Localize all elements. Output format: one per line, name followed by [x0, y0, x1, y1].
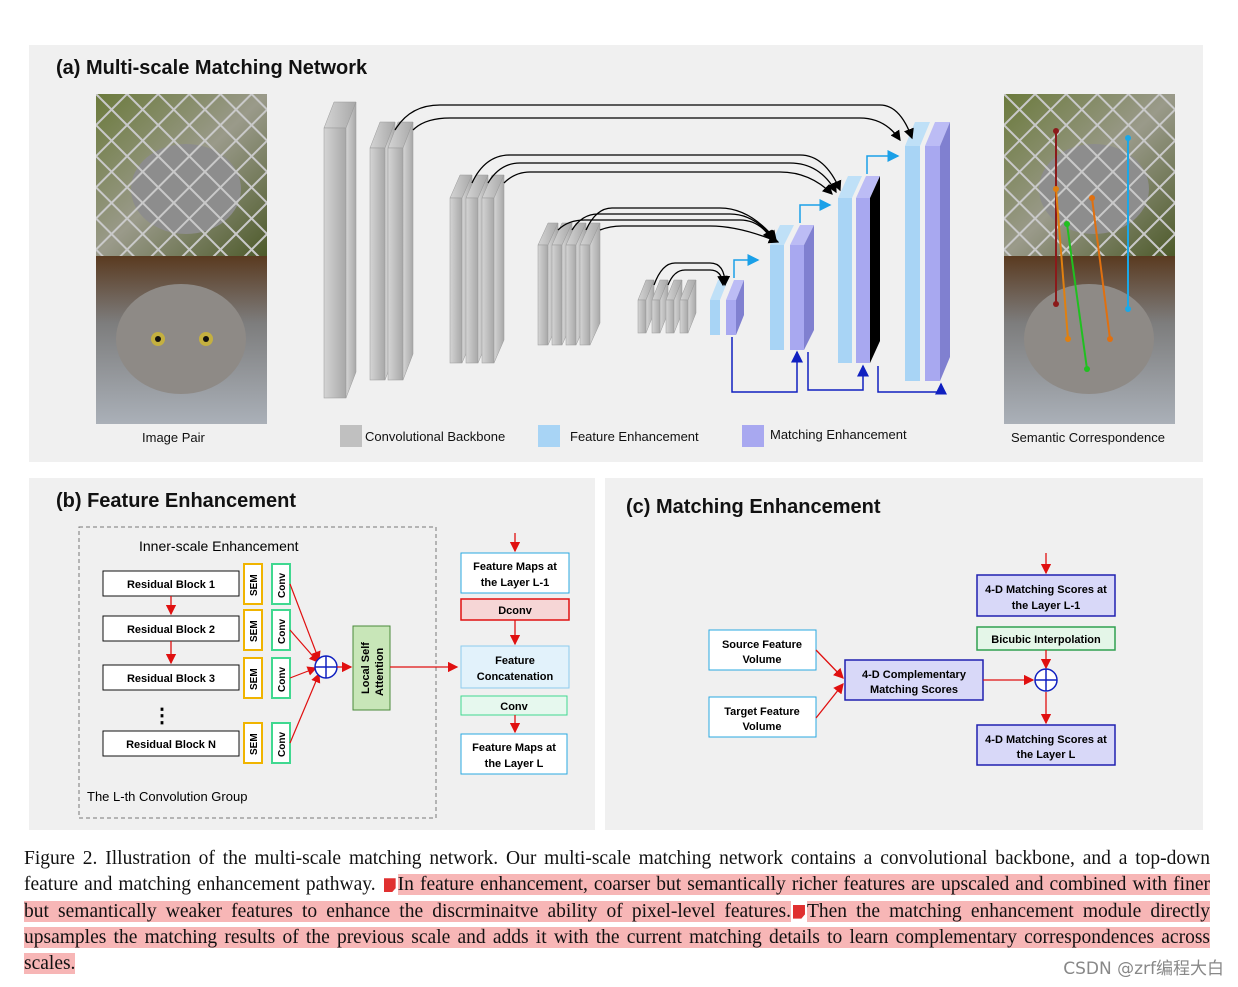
- sem-box-2: [243, 609, 263, 651]
- scores-prev: [976, 574, 1116, 617]
- upsample-arrows: [733, 150, 900, 278]
- legend-swatch-backbone: [340, 425, 362, 447]
- caption-plain: Figure 2. Illustration of the multi-scal…: [24, 848, 1210, 896]
- residual-block-1: [102, 570, 240, 597]
- conv-label-3: Conv: [277, 667, 288, 692]
- sem-label-n: SEM: [249, 733, 260, 755]
- sem-box-1: [243, 563, 263, 605]
- feature-maps-cur-line2: the Layer L: [485, 758, 544, 770]
- source-feature-volume: [708, 629, 817, 671]
- residual-block-2-label: Residual Block 2: [127, 624, 215, 636]
- complementary-line2: Matching Scores: [870, 684, 958, 696]
- residual-block-n-label: Residual Block N: [126, 739, 216, 751]
- complementary-line1: 4-D Complementary: [862, 669, 967, 681]
- panel-c-title: (c) Matching Enhancement: [626, 496, 881, 518]
- residual-block-3-label: Residual Block 3: [127, 673, 215, 685]
- scores-cur-line2: the Layer L: [1017, 749, 1076, 761]
- semantic-correspondence-label: Semantic Correspondence: [1011, 430, 1165, 445]
- sem-box-n: [243, 722, 263, 764]
- panel-b-title: (b) Feature Enhancement: [56, 490, 297, 512]
- dconv-label: Dconv: [498, 605, 533, 617]
- comment-note-icon-2[interactable]: [792, 904, 805, 919]
- enhancement-layers: [710, 122, 950, 381]
- feature-maps-prev: [460, 552, 570, 594]
- target-line2: Volume: [743, 721, 782, 733]
- target-feature-volume: [708, 696, 817, 738]
- bicubic-label: Bicubic Interpolation: [991, 634, 1101, 646]
- target-line1: Target Feature: [724, 706, 800, 718]
- conv-box: [460, 695, 568, 716]
- matching-enhancement-diagram: Source Feature Volume Target Feature Vol…: [708, 553, 1116, 766]
- scores-cur: [976, 724, 1116, 766]
- scores-cur-line1: 4-D Matching Scores at: [985, 734, 1107, 746]
- concat-line1: Feature: [495, 655, 535, 667]
- complementary-scores: [844, 659, 984, 701]
- sem-label-2: SEM: [249, 620, 260, 642]
- residual-block-1-label: Residual Block 1: [127, 579, 215, 591]
- sem-box-3: [243, 657, 263, 699]
- image-pair-label: Image Pair: [142, 430, 205, 445]
- local-self-attention-box: [352, 625, 391, 711]
- sem-label-3: SEM: [249, 668, 260, 690]
- residual-block-n: [102, 730, 240, 757]
- network-diagram: [323, 101, 950, 399]
- conv-box-label: Conv: [500, 701, 528, 713]
- scores-prev-line1: 4-D Matching Scores at: [985, 584, 1107, 596]
- figure-caption: Figure 2. Illustration of the multi-scal…: [24, 846, 1210, 977]
- legend-swatch-matching: [742, 425, 764, 447]
- group-label: The L-th Convolution Group: [87, 789, 247, 804]
- conv-label-2: Conv: [277, 619, 288, 644]
- ellipsis: ⋮: [152, 705, 172, 727]
- feature-enhancement-diagram: Inner-scale Enhancement Residual Block 1…: [78, 526, 570, 819]
- legend-label-backbone: Convolutional Backbone: [365, 429, 506, 444]
- feature-maps-prev-line2: the Layer L-1: [481, 577, 549, 589]
- skip-arrows: [394, 104, 914, 287]
- watermark: CSDN @zrf编程大白: [1063, 959, 1224, 979]
- feature-maps-prev-line1: Feature Maps at: [473, 561, 557, 573]
- lsa-label-2: Attention: [374, 647, 386, 696]
- comment-note-icon[interactable]: [383, 878, 396, 893]
- conv-label-n: Conv: [277, 732, 288, 757]
- legend-label-matching: Matching Enhancement: [770, 427, 907, 442]
- sum-icon: [314, 655, 338, 679]
- source-line2: Volume: [743, 654, 782, 666]
- sum-icon-c: [1034, 668, 1058, 692]
- panel-a-title: (a) Multi-scale Matching Network: [56, 57, 368, 79]
- lsa-label-1: Local Self: [360, 642, 372, 694]
- feature-maps-cur: [460, 733, 568, 775]
- feature-maps-cur-line1: Feature Maps at: [472, 742, 556, 754]
- inner-scale-group: [78, 526, 437, 819]
- conv-label-1: Conv: [277, 573, 288, 598]
- image-pair: [96, 94, 267, 424]
- backbone-layers: [323, 101, 697, 399]
- sem-label-1: SEM: [249, 574, 260, 596]
- legend-label-feature: Feature Enhancement: [570, 429, 699, 444]
- panel-c: [605, 478, 1203, 830]
- matching-arrows: [731, 337, 947, 395]
- legend-swatch-feature: [538, 425, 560, 447]
- feature-concatenation: [460, 645, 570, 689]
- residual-block-3: [102, 664, 240, 691]
- concat-line2: Concatenation: [477, 671, 554, 683]
- scores-prev-line2: the Layer L-1: [1012, 600, 1080, 612]
- semantic-correspondence-image: [1004, 94, 1175, 424]
- source-line1: Source Feature: [722, 639, 802, 651]
- inner-scale-title: Inner-scale Enhancement: [139, 538, 299, 554]
